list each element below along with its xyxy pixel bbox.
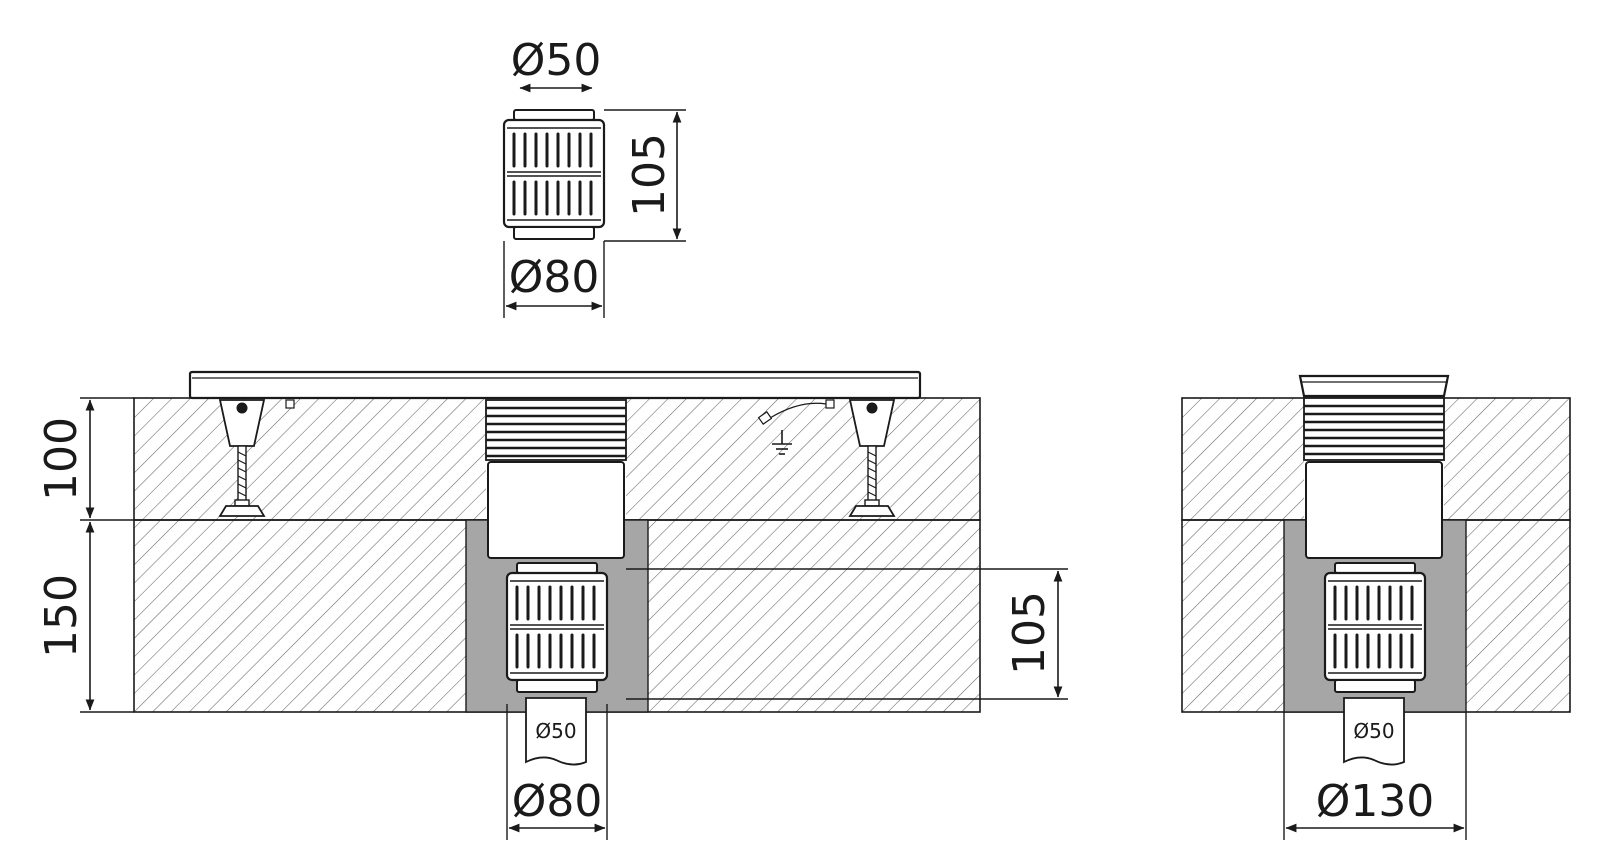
dim-label-100: 100 xyxy=(36,417,87,501)
dim-trap-height: 105 xyxy=(626,568,1068,700)
drain-channel xyxy=(188,370,922,400)
end-section: Ø50 Ø130 xyxy=(1181,374,1571,840)
dim-top-inner-diameter: Ø50 xyxy=(511,35,602,93)
dim-top-outer-diameter: Ø80 xyxy=(503,241,605,318)
dim-layer-heights: 100 150 xyxy=(36,397,134,713)
pipe-label: Ø50 xyxy=(1353,719,1394,743)
outlet-sleeve xyxy=(1305,461,1443,559)
trap-body-elevation xyxy=(502,108,606,241)
outlet-sleeve xyxy=(487,461,625,559)
side-section: Ø50 100 150 xyxy=(36,370,1068,840)
dim-core-diameter: Ø130 xyxy=(1283,712,1467,840)
dim-label: Ø130 xyxy=(1316,776,1435,827)
pipe-label: Ø50 xyxy=(535,719,576,743)
outlet-ribs xyxy=(485,399,627,461)
dim-top-height: 105 xyxy=(604,109,686,242)
outlet-pipe: Ø50 xyxy=(1343,697,1405,766)
dim-label-150: 150 xyxy=(36,574,87,658)
outlet-ribs xyxy=(1303,397,1445,461)
trap-body xyxy=(1323,561,1427,694)
dim-label: Ø80 xyxy=(512,776,603,827)
dim-label: 105 xyxy=(624,133,675,217)
dim-outlet-diameter: Ø80 xyxy=(506,704,608,840)
top-view: Ø50 105 Ø80 xyxy=(502,35,686,318)
dim-label: 105 xyxy=(1004,591,1055,675)
trap-body xyxy=(505,561,609,694)
outlet-pipe: Ø50 xyxy=(525,697,587,766)
dim-label: Ø80 xyxy=(509,252,600,303)
drain-channel-end xyxy=(1298,374,1450,398)
ground-icon xyxy=(757,402,827,455)
dim-label: Ø50 xyxy=(511,35,602,86)
